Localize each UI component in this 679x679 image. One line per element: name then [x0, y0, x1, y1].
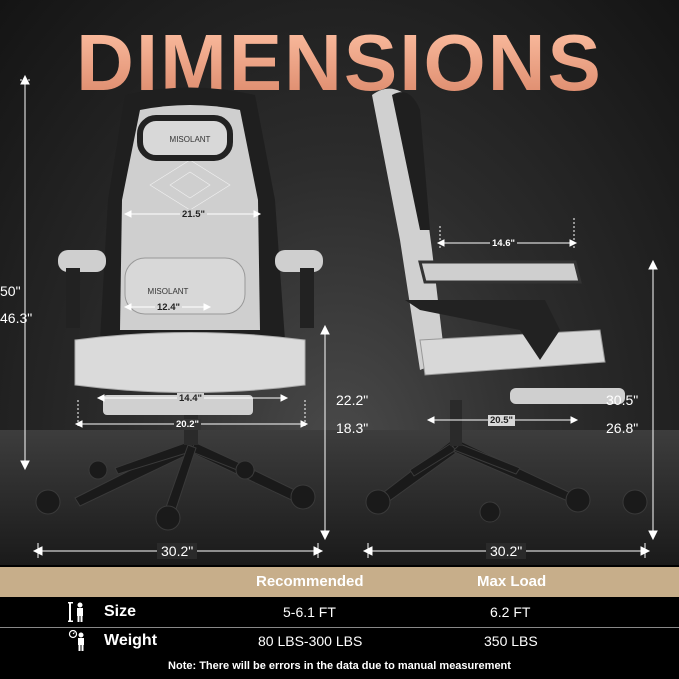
front-seat-height-min: 18.3" — [336, 420, 369, 436]
row-label-size: Size — [104, 603, 137, 620]
front-seat-height-max: 22.2" — [336, 392, 369, 408]
measurement-note: Note: There will be errors in the data d… — [168, 660, 511, 672]
dimension-lines — [20, 74, 658, 558]
weight-icon — [68, 630, 84, 651]
table-row: Weight 80 LBS-300 LBS 350 LBS — [0, 627, 679, 656]
row-label-weight: Weight — [104, 632, 158, 649]
row-weight-max: 350 LBS — [484, 633, 538, 649]
row-weight-recommended: 80 LBS-300 LBS — [258, 633, 363, 649]
front-brand-head: MISOLANT — [170, 135, 211, 144]
side-armrest-height-min: 26.8" — [606, 420, 639, 436]
side-seat-depth: 20.5" — [488, 415, 515, 426]
note-bar: Note: There will be errors in the data d… — [0, 655, 679, 679]
front-seat-width: 14.4" — [177, 393, 204, 404]
spec-table-header: Recommended Max Load — [0, 567, 679, 597]
side-backrest-width: 14.6" — [490, 238, 517, 249]
front-armrest-width: 20.2" — [174, 419, 201, 430]
table-row: Size 5-6.1 FT 6.2 FT — [0, 597, 679, 627]
front-lumbar-width: 12.4" — [155, 302, 182, 313]
height-icon — [68, 602, 83, 622]
front-base-width: 30.2" — [157, 543, 198, 559]
row-size-recommended: 5-6.1 FT — [283, 604, 336, 620]
front-brand-lumbar: MISOLANT — [148, 287, 189, 296]
row-size-max: 6.2 FT — [490, 604, 531, 620]
chair-illustrations: MISOLANT MISOLANT — [20, 74, 658, 558]
side-base-width: 30.2" — [486, 543, 527, 559]
col-recommended: Recommended — [256, 573, 364, 590]
front-back-width: 21.5" — [180, 209, 207, 220]
side-chair-image — [365, 88, 648, 523]
col-max-load: Max Load — [477, 573, 547, 590]
side-armrest-height-max: 30.5" — [606, 392, 639, 408]
front-height-min: 46.3" — [0, 310, 33, 326]
front-height-max: 50" — [0, 283, 21, 299]
